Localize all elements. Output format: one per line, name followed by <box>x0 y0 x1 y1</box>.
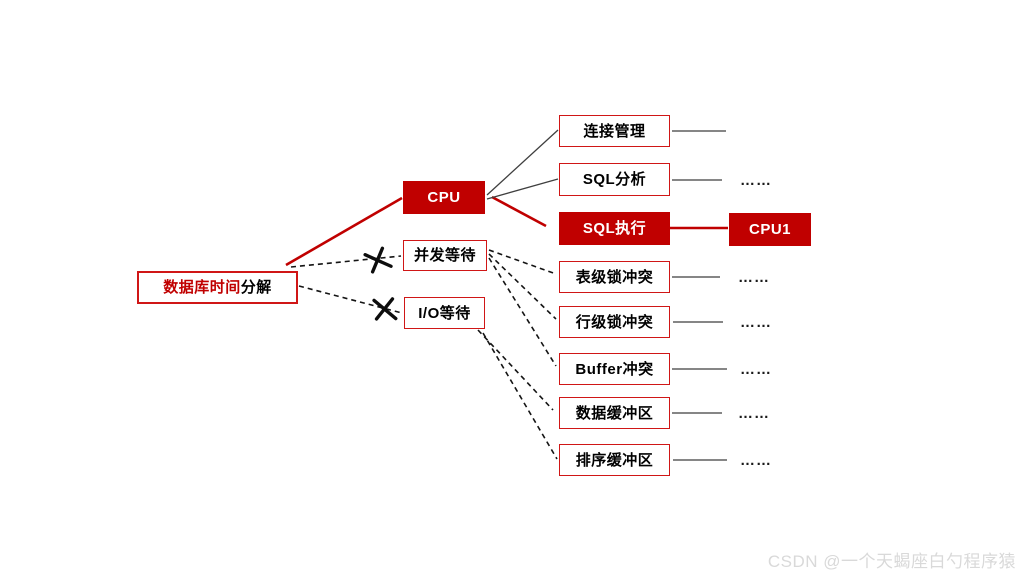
ellipsis-table-lock: …… <box>738 269 770 286</box>
x-mark-concurrency <box>363 246 393 274</box>
node-buffer-conflict: Buffer冲突 <box>559 353 670 385</box>
node-database-time-label-red: 数据库时间 <box>163 279 241 296</box>
node-sql-parse-label: SQL分析 <box>582 171 647 188</box>
node-database-time-label-black: 分解 <box>240 279 272 296</box>
node-sql-parse: SQL分析 <box>559 163 670 196</box>
node-table-lock-conflict-label: 表级锁冲突 <box>575 268 654 286</box>
ellipsis-buffer-conflict: …… <box>740 361 772 378</box>
node-cpu-label: CPU <box>427 189 461 206</box>
node-sort-buffer: 排序缓冲区 <box>559 444 670 476</box>
node-row-lock-conflict: 行级锁冲突 <box>559 306 670 338</box>
node-sort-buffer-label: 排序缓冲区 <box>575 451 654 469</box>
node-concurrency-wait-label: 并发等待 <box>413 247 476 264</box>
node-buffer-conflict-label: Buffer冲突 <box>575 360 654 378</box>
node-database-time-decomposition: 数据库时间分解 <box>137 271 298 304</box>
dark-connectors <box>486 129 727 461</box>
ellipsis-sql-parse: …… <box>740 172 772 189</box>
node-cpu1: CPU1 <box>729 213 811 246</box>
node-sql-exec-label: SQL执行 <box>582 220 647 237</box>
red-connectors <box>285 195 728 267</box>
node-data-buffer: 数据缓冲区 <box>559 397 670 429</box>
node-concurrency-wait: 并发等待 <box>403 240 487 271</box>
node-cpu: CPU <box>403 181 485 214</box>
ellipsis-row-lock: …… <box>740 314 772 331</box>
node-cpu1-label: CPU1 <box>748 221 791 238</box>
dashed-connectors <box>290 249 558 460</box>
node-connection-management: 连接管理 <box>559 115 670 147</box>
ellipsis-data-buffer: …… <box>738 405 770 422</box>
node-connection-management-label: 连接管理 <box>583 122 646 140</box>
node-io-wait: I/O等待 <box>404 297 485 329</box>
ellipsis-sort-buffer: …… <box>740 452 772 469</box>
cross-out-marks <box>363 246 398 321</box>
csdn-watermark: CSDN @一个天蝎座白勺程序猿 <box>767 552 1016 571</box>
node-table-lock-conflict: 表级锁冲突 <box>559 261 670 293</box>
node-io-wait-label: I/O等待 <box>418 304 471 322</box>
node-data-buffer-label: 数据缓冲区 <box>575 404 654 422</box>
node-row-lock-conflict-label: 行级锁冲突 <box>575 313 654 331</box>
x-mark-io <box>372 297 398 321</box>
node-sql-exec: SQL执行 <box>559 212 670 245</box>
